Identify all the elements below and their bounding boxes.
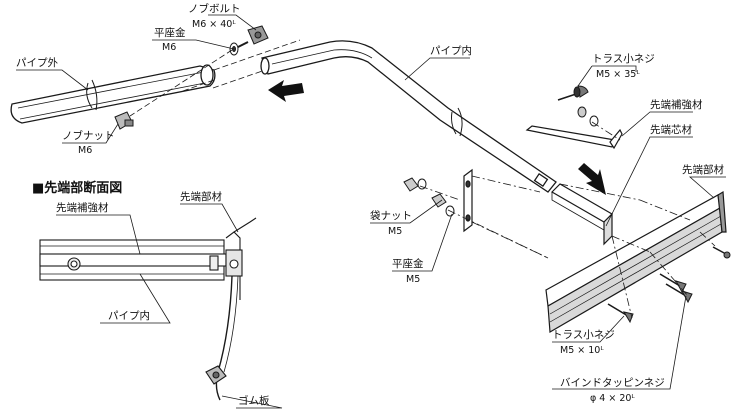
label-truss-screw-bottom-size: M5 × 10ᴸ (560, 345, 604, 356)
label-washer-m6: 平座金 (154, 26, 186, 39)
label-bind-tapping-screw-size: φ 4 × 20ᴸ (590, 393, 635, 404)
label-truss-screw-top-size: M5 × 35ᴸ (596, 69, 640, 80)
tip-member-part (545, 190, 727, 333)
section-title: ■先端部断面図 (32, 180, 122, 196)
section-label-lines (56, 203, 283, 409)
alignment-lines-right (419, 121, 716, 319)
section-label-tip-reinforcement: 先端補強材 (56, 201, 109, 214)
label-tip-reinforcement: 先端補強材 (650, 98, 703, 111)
label-cap-nut-size: M5 (388, 226, 402, 237)
knob-nut-part (114, 111, 134, 130)
section-view (39, 217, 257, 401)
label-washer-m6-size: M6 (162, 42, 176, 53)
direction-arrow-right (578, 163, 606, 195)
label-truss-screw-top: トラス小ネジ (592, 53, 655, 65)
bind-tapping-screw-part (659, 273, 693, 304)
label-cap-nut: 袋ナット (370, 209, 412, 222)
section-label-pipe-inner: パイプ内 (108, 309, 150, 322)
pipe-outer (10, 64, 216, 124)
label-bind-tapping-screw: バインドタッピンネジ (560, 377, 665, 389)
pipe-inner (260, 40, 557, 193)
label-knob-bolt: ノブボルト (188, 2, 241, 15)
label-knob-bolt-size: M6 × 40ᴸ (192, 19, 236, 30)
label-washer-m5: 平座金 (392, 257, 424, 270)
label-washer-m5-size: M5 (406, 274, 420, 285)
label-lines (16, 14, 726, 390)
label-knob-nut-size: M6 (78, 145, 92, 156)
label-tip-core: 先端芯材 (650, 123, 692, 136)
tip-core-part (551, 183, 613, 246)
label-pipe-outer: パイプ外 (16, 57, 58, 69)
tip-reinforcement-part (525, 125, 623, 150)
label-truss-screw-bottom: トラス小ネジ (552, 329, 615, 341)
label-knob-nut: ノブナット (62, 129, 115, 142)
label-pipe-inner: パイプ内 (430, 44, 472, 57)
direction-arrow-left (268, 80, 304, 102)
right-small-screw (712, 246, 731, 259)
section-label-tip-member: 先端部材 (180, 190, 222, 203)
label-tip-member: 先端部材 (682, 163, 724, 176)
truss-screw-top-part (557, 85, 589, 101)
section-label-rubber-plate: ゴム板 (238, 394, 270, 407)
washer-top-part (577, 106, 599, 127)
bracket-part (463, 168, 473, 233)
